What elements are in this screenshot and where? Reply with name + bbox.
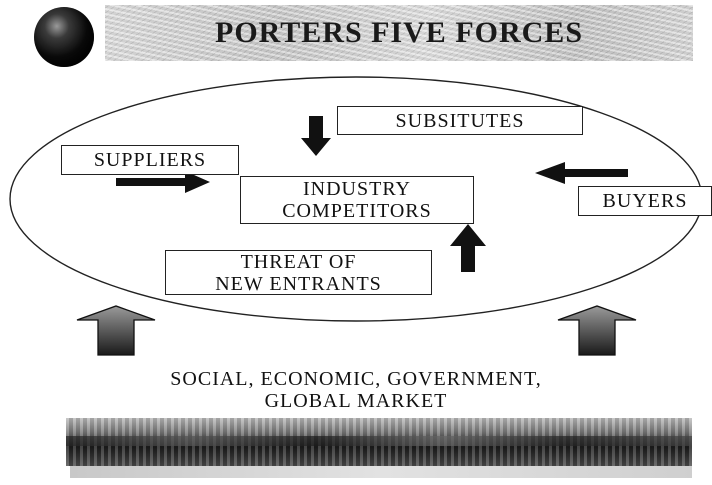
industry-competitors-box: INDUSTRY COMPETITORS (240, 176, 474, 224)
new-entrants-arrow (450, 224, 486, 272)
environment-line1: SOCIAL, ECONOMIC, GOVERNMENT, (170, 368, 542, 390)
industry-competitors-label-line1: INDUSTRY (302, 178, 411, 200)
substitutes-box: SUBSITUTES (337, 106, 583, 135)
suppliers-box: SUPPLIERS (61, 145, 239, 175)
environment-arrow-right (557, 305, 637, 356)
suppliers-label: SUPPLIERS (93, 149, 207, 171)
buyers-label: BUYERS (602, 190, 688, 212)
environment-arrow-left (76, 305, 156, 356)
substitutes-label: SUBSITUTES (395, 109, 525, 132)
environment-line2: GLOBAL MARKET (264, 390, 448, 412)
environment-factors-text: SOCIAL, ECONOMIC, GOVERNMENT, GLOBAL MAR… (0, 368, 712, 412)
buyers-arrow (535, 162, 628, 184)
new-entrants-label-line1: THREAT OF (240, 250, 357, 273)
bottom-banner-shadow (70, 466, 692, 478)
globe-icon (34, 7, 94, 67)
bottom-decorative-banner (66, 418, 692, 466)
suppliers-arrow (116, 171, 210, 193)
diagram-title: PORTERS FIVE FORCES (215, 16, 583, 49)
title-banner: PORTERS FIVE FORCES (105, 5, 693, 61)
substitutes-arrow (301, 116, 331, 156)
buyers-box: BUYERS (578, 186, 712, 216)
industry-competitors-label-line2: COMPETITORS (282, 200, 432, 222)
new-entrants-label-line2: NEW ENTRANTS (215, 272, 382, 295)
new-entrants-box: THREAT OF NEW ENTRANTS (165, 250, 432, 295)
